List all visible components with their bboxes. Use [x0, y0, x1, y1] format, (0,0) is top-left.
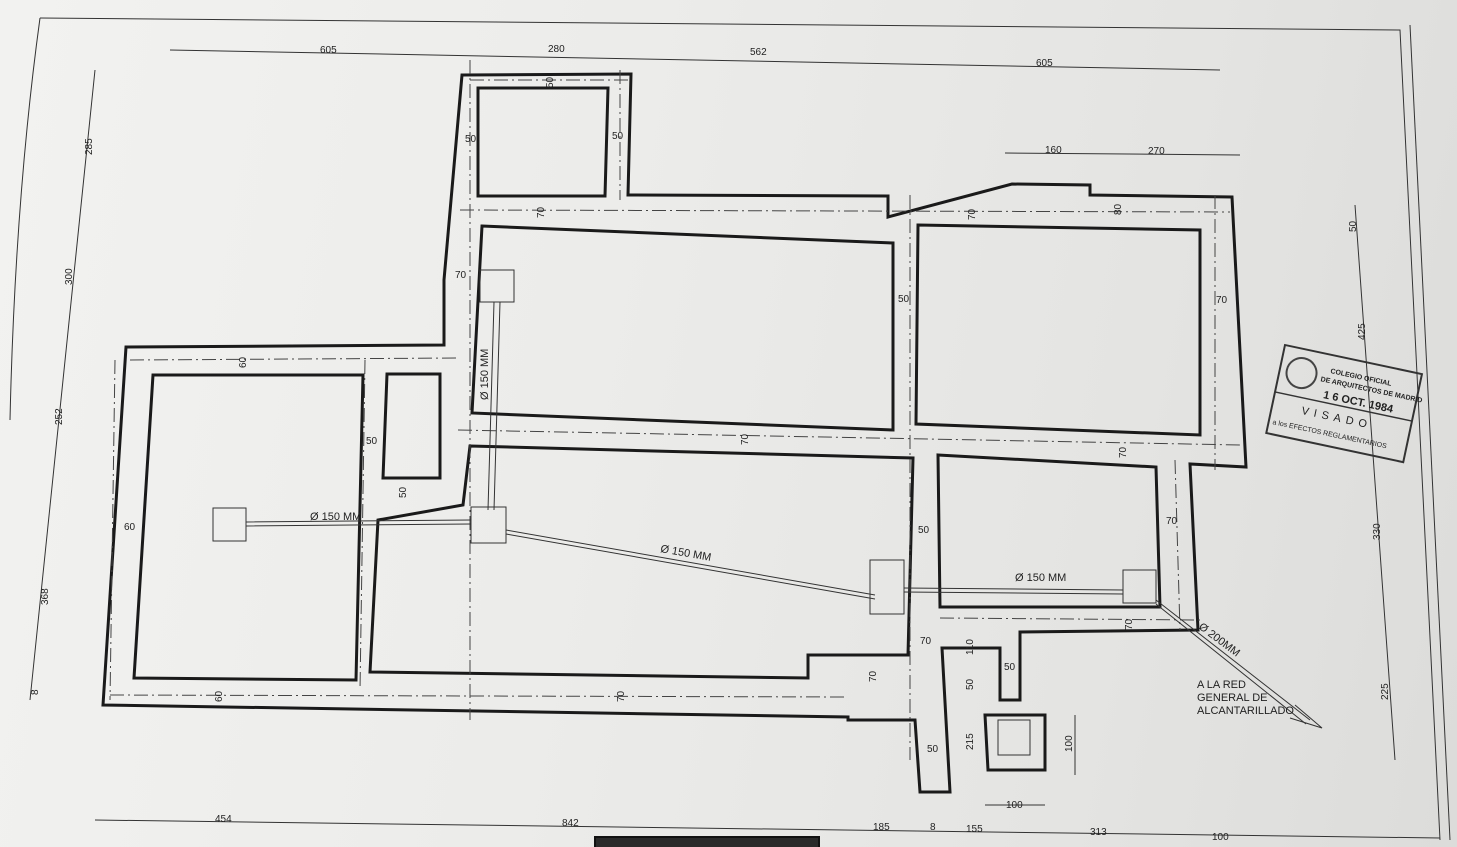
dimension-label: 454 [215, 814, 232, 825]
dimension-label: 368 [40, 588, 51, 605]
dimension-label: 50 [918, 525, 930, 536]
dimension-label: 425 [1357, 323, 1368, 340]
outlet-note: ALCANTARILLADO [1197, 705, 1294, 717]
inner-wall [132, 373, 365, 682]
title-block [594, 836, 820, 847]
dimension-label: 842 [562, 818, 579, 829]
dimension-label: 270 [1148, 146, 1165, 157]
sewer-pipe [245, 301, 1311, 725]
dimension-label: 100 [1006, 800, 1023, 811]
dimension-label: 300 [64, 268, 75, 285]
dimension-label: 215 [965, 733, 976, 750]
manhole [479, 269, 515, 303]
inner-wall [476, 86, 610, 198]
inner-wall [936, 453, 1162, 609]
dimension-label: 185 [873, 822, 890, 833]
manhole [212, 507, 247, 542]
dimension-label: 50 [1004, 662, 1016, 673]
pipe-label: Ø 150 MM [659, 543, 712, 564]
dimension-label: 100 [1212, 832, 1229, 843]
dimension-label: 313 [1090, 827, 1107, 838]
outlet-arrow-icon [1289, 704, 1323, 729]
dimension-label: 70 [455, 270, 467, 281]
pipe-label: Ø 150 MM [310, 511, 361, 523]
dimension-label: 50 [398, 486, 409, 498]
dimension-label: 50 [612, 131, 624, 142]
dimension-label: 60 [214, 690, 225, 702]
dimension-label: 100 [1064, 735, 1075, 752]
dimension-label: 8 [930, 822, 936, 833]
dimension-label: 605 [1036, 58, 1053, 69]
sheet-border [39, 17, 1441, 841]
outer-wall [101, 72, 1248, 794]
inner-wall [470, 224, 895, 432]
pipe-label: Ø 200MM [1196, 621, 1242, 660]
fold-edge [9, 17, 41, 421]
pipe-label: Ø 150 MM [479, 349, 491, 400]
manhole [1122, 569, 1157, 604]
dimension-label: 280 [548, 44, 565, 55]
dimension-label: 70 [1124, 618, 1135, 630]
dimension-label: 252 [54, 408, 65, 425]
dimension-label: 70 [616, 690, 627, 702]
dimension-label: 70 [920, 636, 932, 647]
dimension-label: 50 [1348, 220, 1359, 232]
dimension-label: 70 [868, 670, 879, 682]
inner-wall [368, 444, 915, 680]
pipe-label: Ø 150 MM [1015, 572, 1066, 584]
axis-line [109, 60, 1241, 760]
manhole [470, 506, 507, 544]
emblem-icon [1285, 357, 1318, 390]
outlet-note: A LA RED [1197, 679, 1246, 691]
dimension-label: 155 [966, 824, 983, 835]
approval-stamp: COLEGIO OFICIAL DE ARQUITECTOS DE MADRID… [1265, 343, 1424, 464]
dimension-label: 70 [1216, 295, 1228, 306]
dimension-label: 50 [965, 678, 976, 690]
dimension-label: 70 [1118, 446, 1129, 458]
dimension-label: 330 [1372, 523, 1383, 540]
dimension-label: 50 [465, 134, 477, 145]
manhole [869, 559, 905, 615]
dimension-label: 70 [1166, 516, 1178, 527]
dimension-label: 110 [965, 639, 976, 655]
manhole [997, 719, 1031, 756]
dimension-label: 160 [1045, 145, 1062, 156]
dimension-label: 562 [750, 47, 767, 58]
sheet-border-right [1409, 24, 1451, 841]
inner-wall [381, 372, 442, 480]
dimension-label: 70 [536, 206, 547, 218]
outlet-note: GENERAL DE [1197, 692, 1268, 704]
dimension-label: 60 [124, 522, 136, 533]
dimension-label: 285 [84, 138, 95, 155]
dimension-label: 8 [30, 689, 41, 695]
dimension-label: 70 [967, 208, 978, 220]
dimension-label: 605 [320, 45, 337, 56]
dimension-label: 60 [238, 356, 249, 368]
dimension-label: 50 [366, 436, 378, 447]
dimension-line [29, 49, 1441, 839]
dimension-label: 225 [1380, 683, 1391, 700]
dimension-label: 50 [927, 744, 939, 755]
dimension-label: 70 [740, 433, 751, 445]
dimension-label: 50 [898, 294, 910, 305]
inner-wall [983, 713, 1047, 772]
dimension-label: 50 [545, 76, 556, 88]
inner-wall [914, 223, 1202, 437]
dimension-label: 80 [1113, 203, 1124, 215]
